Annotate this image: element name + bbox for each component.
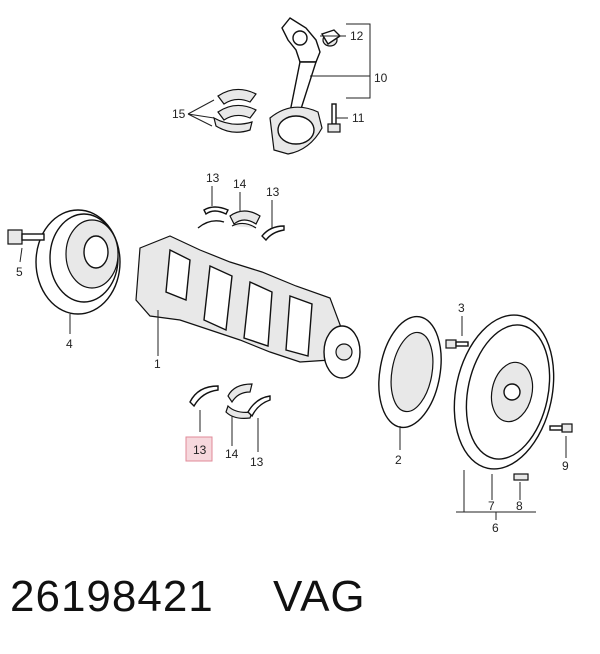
callout-13-lower-right: 13 bbox=[250, 455, 264, 469]
crankshaft bbox=[135, 235, 361, 379]
conrod-bearing-shells bbox=[213, 88, 257, 133]
part-number: 26198421 bbox=[10, 572, 214, 621]
callout-13-highlighted: 13 bbox=[193, 443, 207, 457]
callout-1: 1 bbox=[154, 357, 161, 371]
callout-3: 3 bbox=[458, 301, 465, 315]
drive-plate bbox=[378, 315, 442, 429]
callout-12: 12 bbox=[350, 29, 364, 43]
exploded-parts-diagram: 12 10 11 15 13 14 13 5 4 1 13 14 13 3 2 … bbox=[7, 17, 573, 535]
lower-bearing-parts bbox=[189, 383, 271, 419]
damper-bolt bbox=[7, 229, 45, 245]
callout-8: 8 bbox=[516, 499, 523, 513]
callout-6: 6 bbox=[492, 521, 499, 535]
callout-11: 11 bbox=[352, 111, 365, 125]
callout-4: 4 bbox=[66, 337, 73, 351]
callout-5: 5 bbox=[16, 265, 23, 279]
flywheel-bolts bbox=[445, 339, 573, 433]
upper-bearing-parts bbox=[197, 206, 285, 242]
conrod-bolt bbox=[327, 103, 341, 133]
vibration-damper bbox=[35, 209, 121, 315]
callout-2: 2 bbox=[395, 453, 402, 467]
callout-7: 7 bbox=[488, 499, 495, 513]
callout-13-upper-left: 13 bbox=[206, 171, 220, 185]
callout-10: 10 bbox=[374, 71, 388, 85]
leader-lines bbox=[19, 23, 567, 520]
dowel-pin bbox=[513, 473, 529, 481]
connecting-rod bbox=[269, 17, 323, 155]
callout-15: 15 bbox=[172, 107, 186, 121]
callout-9: 9 bbox=[562, 459, 569, 473]
callout-14-upper: 14 bbox=[233, 177, 247, 191]
highlighted-callout-box bbox=[185, 436, 213, 462]
brand-name: VAG bbox=[273, 572, 366, 621]
piston-pin-bushing bbox=[320, 29, 342, 47]
part-number-line: 26198421 VAG bbox=[10, 572, 366, 632]
flywheel bbox=[453, 314, 555, 470]
callout-13-upper-right: 13 bbox=[266, 185, 280, 199]
callout-14-lower: 14 bbox=[225, 447, 239, 461]
